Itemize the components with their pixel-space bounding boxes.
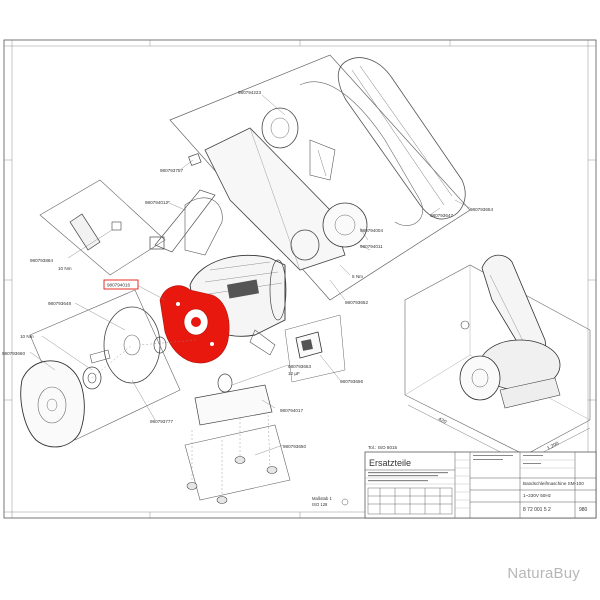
- drive-drum: [322, 202, 368, 248]
- product-name: Bandschleifmaschine SM-100: [523, 481, 584, 486]
- upper-wheel: [261, 107, 299, 149]
- tolerance-note: Tol.: ISO 8015: [368, 445, 398, 450]
- label-980794012: 980794012": [145, 200, 170, 205]
- clamp-block: [149, 236, 165, 250]
- label-980793654: 980793654: [470, 207, 493, 212]
- power-rating: 1~230V 50Hz: [523, 493, 552, 498]
- title-block: [364, 451, 597, 519]
- watermark: NaturaBuy: [507, 565, 580, 582]
- label-torque-10nm-b: 10 Nm: [58, 266, 72, 271]
- tool-rest-plate: [69, 213, 101, 251]
- scale-value: ISO 128: [312, 502, 328, 507]
- label-capacitor-12uf: 12 µF: [288, 371, 300, 376]
- sanding-belt: [337, 57, 466, 220]
- assembled-wheel-guard: [459, 355, 501, 401]
- label-980793660: 980793660: [2, 351, 25, 356]
- flange-washer: [82, 366, 102, 390]
- dim-width: 1,200: [546, 441, 560, 452]
- drive-pulley: [290, 229, 320, 261]
- label-980793656: 980793656: [340, 379, 363, 384]
- label-980793884: 980793884: [30, 258, 53, 263]
- label-980794011: 980794011: [360, 244, 383, 249]
- outer-wheel-cover: [20, 360, 85, 448]
- label-980793652: 980793652: [345, 300, 368, 305]
- capacitor: [217, 373, 233, 393]
- label-980794016: 980794016: [107, 283, 130, 288]
- highlighted-part-label-box: [103, 279, 139, 290]
- eye-shield-plate: [184, 197, 223, 256]
- sheet-reference: 980: [579, 507, 588, 513]
- label-980794017: 980794017: [280, 408, 303, 413]
- label-980794004: 980794004: [360, 228, 383, 233]
- label-980793777: 980793777: [150, 419, 173, 424]
- label-980793757: 980793757: [160, 168, 183, 173]
- label-980793653: 980793653: [288, 364, 311, 369]
- label-980793648: 980793648: [48, 301, 71, 306]
- title-heading: Ersatzteile: [369, 458, 411, 468]
- rubber-feet: [186, 456, 278, 504]
- drawing-number: 8 72 001 5 2: [523, 507, 551, 513]
- base-plate: [194, 384, 273, 426]
- label-torque-5nm: 5 Nm: [352, 274, 363, 279]
- motor-nameplate: [227, 279, 259, 299]
- label-980793650: 980793650: [283, 444, 306, 449]
- label-980793647: 980793647: [430, 213, 453, 218]
- label-torque-10nm-a: 10 Nm: [20, 334, 34, 339]
- dim-depth: 420: [437, 416, 447, 425]
- label-980794223: 980794223: [238, 90, 261, 95]
- scale-note: Maßstab 1: [312, 496, 332, 501]
- floor-mount-panel: [184, 424, 291, 501]
- switch-bracket: [188, 153, 202, 166]
